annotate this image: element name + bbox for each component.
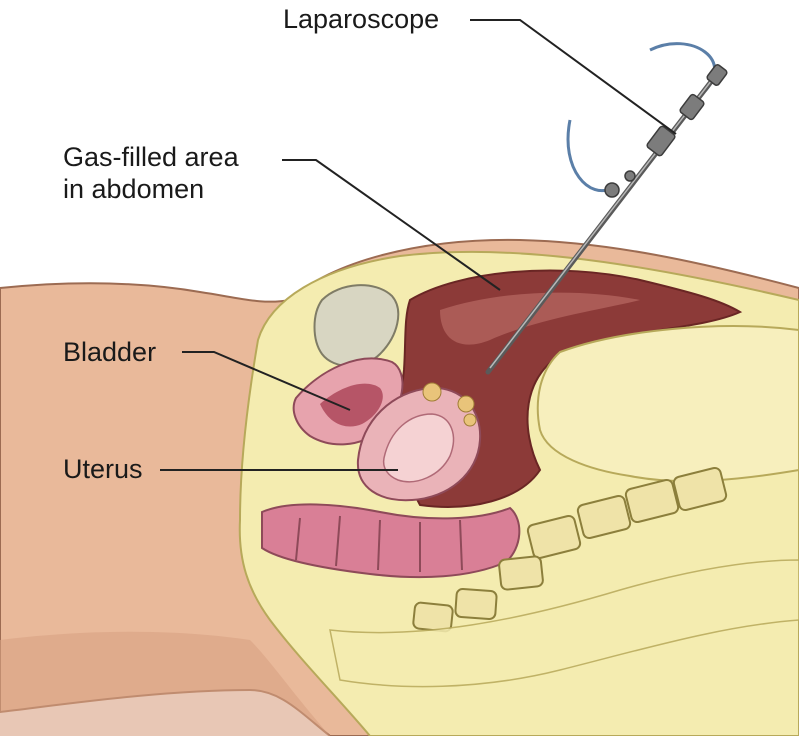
label-laparoscope: Laparoscope <box>283 3 439 35</box>
ovary <box>423 383 441 401</box>
label-gas-filled-line2: in abdomen <box>63 173 239 205</box>
ovary <box>458 396 474 412</box>
bowel-fat <box>538 326 799 481</box>
leader-laparoscope <box>470 20 676 134</box>
label-bladder: Bladder <box>63 336 156 368</box>
label-gas-filled-area: Gas-filled area in abdomen <box>63 141 239 205</box>
label-uterus: Uterus <box>63 453 143 485</box>
ovary <box>464 414 476 426</box>
label-gas-filled-line1: Gas-filled area <box>63 141 239 173</box>
